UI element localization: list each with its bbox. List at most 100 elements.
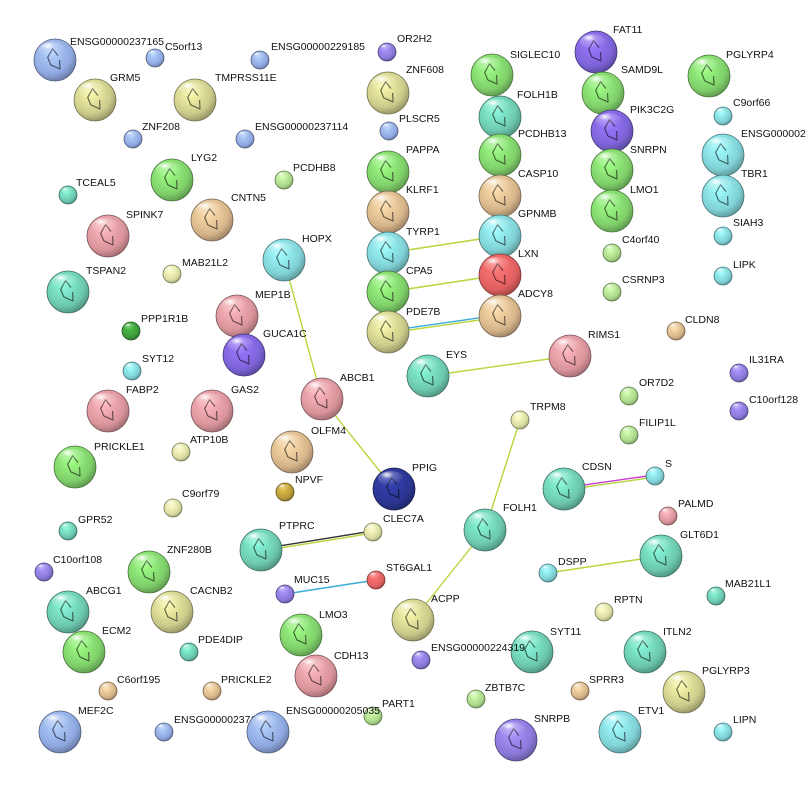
- node-part1[interactable]: PART1: [363, 698, 415, 726]
- node-pappa[interactable]: PAPPA: [366, 144, 439, 194]
- node-snrpn[interactable]: SNRPN: [590, 144, 667, 192]
- node-fabp2[interactable]: FABP2: [86, 384, 159, 433]
- node-prickle1[interactable]: PRICKLE1: [53, 441, 145, 489]
- node-ensg00000205035[interactable]: ENSG00000205035: [246, 705, 380, 754]
- node-siglec10[interactable]: SIGLEC10: [470, 49, 560, 97]
- node-c9orf66[interactable]: C9orf66: [713, 97, 771, 126]
- node-npvf[interactable]: NPVF: [275, 474, 323, 502]
- node-mep1b[interactable]: MEP1B: [215, 289, 291, 338]
- node-siah3[interactable]: SIAH3: [713, 217, 764, 246]
- node-fat11[interactable]: FAT11: [574, 24, 643, 74]
- node-c10orf128[interactable]: C10orf128: [729, 394, 798, 421]
- node-c10orf108[interactable]: C10orf108: [34, 554, 102, 582]
- node-spink7[interactable]: SPINK7: [86, 209, 164, 258]
- node-lipn[interactable]: LIPN: [713, 714, 756, 742]
- node-ensg00000237165[interactable]: ENSG00000237165: [33, 36, 164, 82]
- node-pcdhb8[interactable]: PCDHB8: [274, 162, 336, 190]
- node-mab21l1[interactable]: MAB21L1: [706, 578, 771, 606]
- node-folh1b[interactable]: FOLH1B: [478, 89, 558, 139]
- node-olfm4[interactable]: OLFM4: [270, 425, 346, 474]
- node-il31ra[interactable]: IL31RA: [729, 354, 784, 383]
- node-ecm2[interactable]: ECM2: [62, 625, 131, 674]
- node-tyrp1[interactable]: TYRP1: [366, 226, 440, 275]
- node-znf608[interactable]: ZNF608: [366, 64, 444, 115]
- node-lyg2[interactable]: LYG2: [150, 152, 217, 202]
- node-prickle2[interactable]: PRICKLE2: [202, 674, 272, 701]
- node-casp10[interactable]: CASP10: [478, 168, 558, 218]
- node-syt11[interactable]: SYT11: [510, 626, 581, 674]
- node-st6gal1[interactable]: ST6GAL1: [366, 562, 432, 590]
- node-samd9l[interactable]: SAMD9L: [581, 64, 663, 115]
- node-acpp[interactable]: ACPP: [391, 593, 460, 642]
- node-trpm8[interactable]: TRPM8: [510, 401, 566, 430]
- node-tmprss11e[interactable]: TMPRSS11E: [173, 72, 277, 122]
- node-gpr52[interactable]: GPR52: [58, 514, 113, 541]
- node-or7d2[interactable]: OR7D2: [619, 377, 674, 406]
- node-klrf1[interactable]: KLRF1: [366, 184, 439, 234]
- node-c5orf13[interactable]: C5orf13: [145, 41, 203, 68]
- node-ensg00000237114[interactable]: ENSG00000237114: [235, 121, 348, 149]
- node-plscr5[interactable]: PLSCR5: [379, 113, 440, 141]
- node-pglyrp3[interactable]: PGLYRP3: [662, 665, 750, 714]
- node-abcb1[interactable]: ABCB1: [300, 372, 375, 421]
- node-itln2[interactable]: ITLN2: [623, 626, 692, 674]
- node-grm5[interactable]: GRM5: [73, 72, 140, 122]
- node-ensg00000237123[interactable]: ENSG00000237123: [154, 714, 268, 742]
- node-sprr3[interactable]: SPRR3: [570, 674, 624, 701]
- node-ensg00000229185[interactable]: ENSG00000229185: [250, 41, 365, 70]
- node-palmd[interactable]: PALMD: [658, 498, 714, 526]
- node-muc15[interactable]: MUC15: [275, 574, 330, 604]
- node-dspp[interactable]: DSPP: [538, 556, 587, 583]
- node-ppp1r1b[interactable]: PPP1R1B: [121, 313, 188, 341]
- node-c6orf195[interactable]: C6orf195: [98, 674, 160, 701]
- node-cpa5[interactable]: CPA5: [366, 265, 433, 314]
- node-lipk[interactable]: LIPK: [713, 259, 756, 286]
- node-glt6d1[interactable]: GLT6D1: [639, 529, 719, 578]
- node-ensg00000224319[interactable]: ENSG00000224319: [411, 642, 525, 670]
- node-lmo3[interactable]: LMO3: [279, 609, 348, 657]
- node-abcg1[interactable]: ABCG1: [46, 585, 122, 634]
- node-ppig[interactable]: PPIG: [372, 462, 437, 511]
- node-znf208[interactable]: ZNF208: [123, 121, 180, 149]
- node-pik3c2g[interactable]: PIK3C2G: [590, 104, 674, 153]
- node-filip1l[interactable]: FILIP1L: [619, 417, 676, 445]
- node-or2h2[interactable]: OR2H2: [377, 33, 432, 62]
- node-gas2[interactable]: GAS2: [190, 384, 259, 433]
- node-cdsn[interactable]: CDSN: [542, 461, 612, 511]
- node-atp10b[interactable]: ATP10B: [171, 434, 228, 462]
- node-pde7b[interactable]: PDE7B: [366, 306, 440, 354]
- node-csrnp3[interactable]: CSRNP3: [602, 274, 665, 302]
- node-rptn[interactable]: RPTN: [594, 594, 643, 622]
- node-adcy8[interactable]: ADCY8: [478, 288, 553, 338]
- node-cntn5[interactable]: CNTN5: [190, 192, 266, 242]
- node-pcdhb13[interactable]: PCDHB13: [478, 128, 567, 177]
- node-rims1[interactable]: RIMS1: [548, 329, 620, 378]
- node-gpnmb[interactable]: GPNMB: [478, 208, 557, 258]
- node-tspan2[interactable]: TSPAN2: [46, 265, 126, 314]
- node-znf280b[interactable]: ZNF280B: [127, 544, 212, 594]
- node-etv1[interactable]: ETV1: [598, 705, 664, 754]
- node-guca1c[interactable]: GUCA1C: [222, 328, 307, 377]
- node-ptprc[interactable]: PTPRC: [239, 520, 315, 572]
- node-tceal5[interactable]: TCEAL5: [58, 177, 116, 205]
- node-mef2c[interactable]: MEF2C: [38, 705, 114, 754]
- node-cdh13[interactable]: CDH13: [294, 650, 369, 698]
- node-s[interactable]: S: [645, 458, 672, 486]
- node-ensg000002[interactable]: ENSG000002: [701, 128, 806, 177]
- node-lmo1[interactable]: LMO1: [590, 184, 659, 233]
- node-clec7a[interactable]: CLEC7A: [363, 513, 424, 542]
- node-hopx[interactable]: HOPX: [262, 233, 332, 282]
- node-mab21l2[interactable]: MAB21L2: [162, 257, 228, 284]
- node-snrpb[interactable]: SNRPB: [494, 713, 570, 762]
- node-pde4dip[interactable]: PDE4DIP: [179, 634, 243, 662]
- node-c4orf40[interactable]: C4orf40: [602, 234, 660, 263]
- node-cldn8[interactable]: CLDN8: [666, 314, 720, 341]
- node-eys[interactable]: EYS: [406, 349, 467, 398]
- node-syt12[interactable]: SYT12: [122, 353, 174, 381]
- node-folh1[interactable]: FOLH1: [463, 502, 537, 552]
- node-cacnb2[interactable]: CACNB2: [150, 585, 233, 634]
- node-c9orf79[interactable]: C9orf79: [163, 488, 220, 518]
- node-lxn[interactable]: LXN: [478, 248, 538, 297]
- node-tbr1[interactable]: TBR1: [701, 168, 768, 218]
- node-zbtb7c[interactable]: ZBTB7C: [466, 682, 526, 709]
